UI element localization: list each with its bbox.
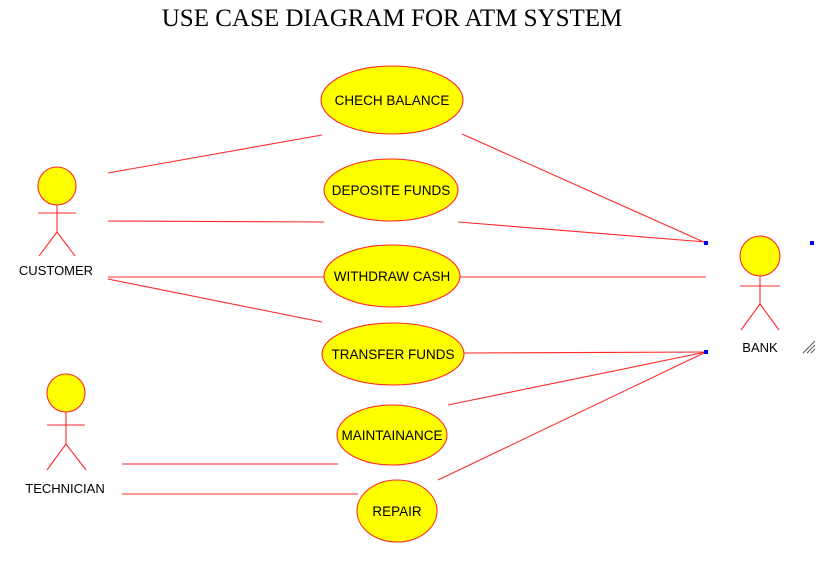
use-case-repair[interactable]: REPAIR (356, 479, 438, 543)
use-case-label: MAINTAINANCE (341, 428, 442, 443)
selection-handle-top-left[interactable] (704, 241, 708, 245)
assoc-bank-transfer-funds (463, 351, 707, 354)
use-case-label: REPAIR (372, 504, 422, 519)
actor-head (37, 166, 77, 206)
assoc-bank-repair (437, 351, 707, 481)
actor-head (739, 235, 781, 277)
actor-head (46, 373, 86, 413)
associations (107, 133, 707, 495)
assoc-bank-deposit-funds (457, 221, 707, 243)
use-case-label: DEPOSITE FUNDS (332, 183, 451, 198)
actor-technician[interactable]: TECHNICIAN (25, 373, 105, 496)
resize-grip-icon[interactable] (802, 340, 816, 354)
diagram-title: USE CASE DIAGRAM FOR ATM SYSTEM (162, 5, 623, 32)
use-case-label: WITHDRAW CASH (334, 269, 451, 284)
use-case-label: CHECH BALANCE (335, 93, 450, 108)
selection-handle-top-right[interactable] (810, 241, 814, 245)
assoc-customer-deposit-funds (107, 220, 325, 223)
use-case-maintenance[interactable]: MAINTAINANCE (336, 404, 448, 466)
assoc-customer-check-balance (107, 134, 323, 174)
actor-bank[interactable]: BANK (739, 235, 781, 355)
use-case-check-balance[interactable]: CHECH BALANCE (320, 65, 464, 135)
selection-handle-bottom-left[interactable] (704, 350, 708, 354)
use-case-transfer-funds[interactable]: TRANSFER FUNDS (321, 322, 465, 386)
assoc-bank-maintenance (447, 351, 707, 406)
actor-label: CUSTOMER (19, 263, 93, 278)
actor-label: TECHNICIAN (25, 481, 104, 496)
use-case-withdraw-cash[interactable]: WITHDRAW CASH (323, 244, 461, 308)
actor-customer[interactable]: CUSTOMER (19, 166, 93, 278)
use-case-label: TRANSFER FUNDS (331, 347, 454, 362)
assoc-customer-transfer-funds (107, 278, 323, 323)
actor-label: BANK (742, 340, 778, 355)
assoc-bank-check-balance (461, 133, 707, 244)
use-case-deposit-funds[interactable]: DEPOSITE FUNDS (323, 158, 459, 222)
